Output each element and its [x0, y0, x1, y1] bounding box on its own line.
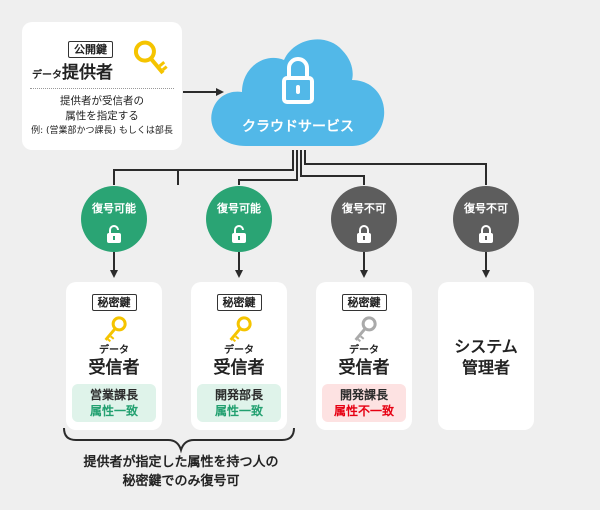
access-circle-1: 復号可能 [81, 186, 147, 252]
key-icon [104, 316, 127, 343]
key-icon [133, 40, 168, 75]
lock-icon [282, 57, 314, 104]
footer-line1: 提供者が指定した属性を持つ人の [83, 455, 279, 470]
receiver-prefix: データ [224, 345, 254, 356]
admin-line2: 管理者 [461, 358, 510, 377]
brace [63, 427, 295, 454]
receiver-attribute-box: 営業課長 属性一致 [72, 384, 156, 422]
provider-card: 公開鍵 データ提供者 提供者が受信者の 属性を指定する 例: (営業部かつ課長)… [22, 22, 182, 150]
receiver-prefix: データ [99, 345, 129, 356]
admin-line1: システム [454, 337, 518, 356]
footer-line2: 秘密鍵でのみ復号可 [122, 474, 240, 489]
footer-caption: 提供者が指定した属性を持つ人の 秘密鍵でのみ復号可 [40, 453, 322, 491]
receiver-title: 受信者 [338, 358, 390, 378]
receiver-card-1: 秘密鍵 データ 受信者 営業課長 属性一致 [66, 282, 162, 430]
receiver-role: 開発部長 [214, 388, 263, 402]
provider-prefix: データ [32, 70, 62, 81]
key-icon [229, 316, 252, 343]
attribute-status: 属性一致 [89, 404, 138, 418]
lock-icon [357, 225, 371, 243]
cloud-service [211, 39, 385, 146]
unlock-icon [107, 225, 121, 243]
receiver-card-3: 秘密鍵 データ 受信者 開発課長 属性不一致 [316, 282, 412, 430]
provider-note-example: 例: (営業部かつ課長) もしくは部長 [31, 126, 173, 136]
admin-card: システム 管理者 [438, 282, 534, 430]
attribute-status: 属性不一致 [333, 404, 394, 418]
key-icon [354, 316, 377, 343]
attribute-status: 属性一致 [214, 404, 263, 418]
receiver-title: 受信者 [213, 358, 265, 378]
provider-title: 提供者 [62, 63, 113, 83]
provider-note-line1: 提供者が受信者の [60, 95, 144, 107]
secret-key-badge: 秘密鍵 [216, 294, 262, 311]
secret-key-badge: 秘密鍵 [341, 294, 387, 311]
receiver-attribute-box: 開発部長 属性一致 [197, 384, 281, 422]
receiver-title: 受信者 [88, 358, 140, 378]
receiver-card-2: 秘密鍵 データ 受信者 開発部長 属性一致 [191, 282, 287, 430]
receiver-attribute-box: 開発課長 属性不一致 [322, 384, 406, 422]
lock-icon [479, 225, 493, 243]
receiver-role: 営業課長 [89, 388, 138, 402]
secret-key-badge: 秘密鍵 [91, 294, 137, 311]
access-circle-2: 復号可能 [206, 186, 272, 252]
public-key-badge: 公開鍵 [68, 41, 113, 58]
access-circle-4: 復号不可 [453, 186, 519, 252]
receiver-role: 開発課長 [339, 388, 388, 402]
receiver-prefix: データ [349, 345, 379, 356]
cloud-label: クラウドサービス [242, 119, 354, 135]
unlock-icon [232, 225, 246, 243]
provider-note-line2: 属性を指定する [65, 110, 139, 122]
access-circle-3: 復号不可 [331, 186, 397, 252]
